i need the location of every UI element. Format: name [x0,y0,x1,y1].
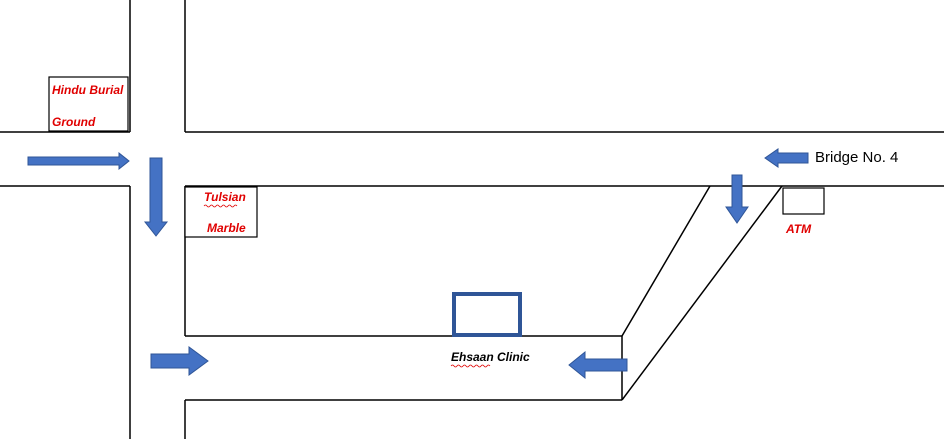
arrow-west-bridge [764,148,809,168]
arrow-west-clinic [568,350,628,380]
arrow-east-top-left [27,151,130,171]
direction-arrows [27,148,809,380]
tulsian-marble-label-line1: Tulsian [204,190,246,204]
hindu-burial-ground-label-line1: Hindu Burial [52,83,124,97]
atm: ATM [782,187,825,236]
hindu-burial-ground: Hindu Burial Ground [48,76,129,132]
bridge-label: Bridge No. 4 [815,149,898,166]
tulsian-marble: Tulsian Marble [184,186,258,238]
ehsaan-clinic-label: Ehsaan Clinic [451,350,530,364]
atm-label: ATM [785,222,812,236]
diagonal-road [621,185,783,401]
hindu-burial-ground-label-line2: Ground [52,115,96,129]
clinic-road [185,335,623,401]
main-road [0,131,944,187]
ehsaan-clinic: Ehsaan Clinic [450,292,530,368]
vertical-road [129,0,186,439]
tulsian-marble-label-line2: Marble [207,221,246,235]
arrow-south-left [143,157,169,237]
arrow-south-right [725,174,749,224]
arrow-east-bottom-left [150,346,209,376]
